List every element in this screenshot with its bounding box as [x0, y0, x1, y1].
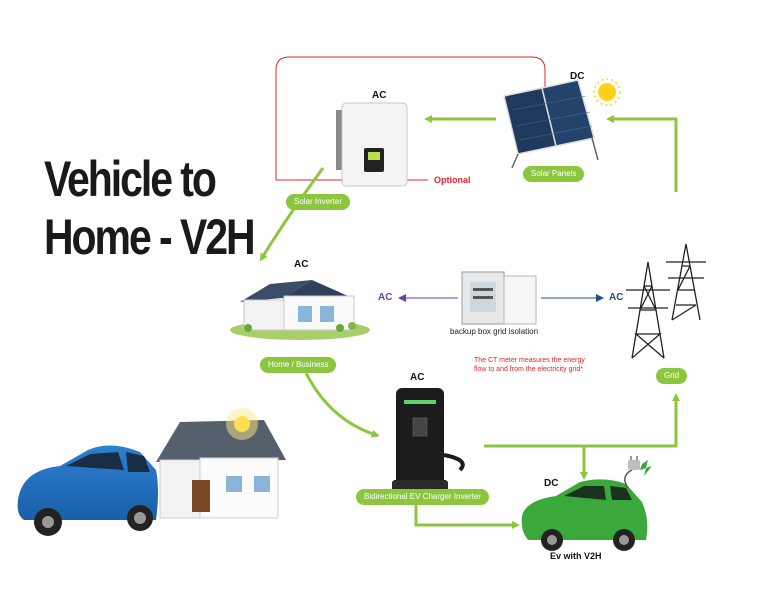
backup-box-image — [461, 271, 537, 325]
title-line-1: Vehicle to — [44, 151, 217, 207]
plug-icon — [624, 456, 652, 489]
inverter-current-label: AC — [372, 90, 387, 101]
backup-box-label: backup box grid isolation — [450, 327, 539, 336]
panels-current-label: DC — [570, 71, 585, 82]
arrow-inverter-to-home — [259, 167, 325, 262]
charger-current-label: AC — [410, 372, 425, 383]
backup-left-current-label: AC — [378, 292, 393, 303]
optional-label: Optional — [434, 175, 471, 185]
blue-car-image — [17, 445, 158, 536]
home-current-label: AC — [294, 259, 309, 270]
page-title: Vehicle to Home - V2H — [44, 150, 256, 266]
ct-note-line-1: The CT meter measures the energy — [474, 357, 585, 364]
grid-pill: Grid — [656, 368, 688, 384]
ev-current-label: DC — [544, 478, 559, 489]
solar-panels-pill: Solar Panels — [523, 166, 585, 182]
house-image — [156, 420, 286, 519]
arrow-charger-to-ev — [414, 500, 520, 529]
sun-icon-panels — [593, 78, 621, 106]
ev-label: Ev with V2H — [550, 551, 602, 561]
arrow-home-to-charger — [304, 372, 380, 438]
optional-loop — [275, 56, 546, 181]
home-business-image — [230, 280, 370, 340]
arrow-grid-to-panels — [606, 115, 678, 192]
arrow-charger-to-grid — [484, 393, 680, 448]
solar-inverter-image — [336, 102, 408, 187]
grid-pylons-image — [626, 243, 706, 359]
green-ev-image — [521, 479, 648, 551]
home-business-pill: Home / Business — [260, 357, 337, 373]
ev-charger-image — [392, 388, 465, 492]
charger-pill: Bidirectional EV Charger Inverter — [356, 489, 489, 505]
solar-inverter-pill: Solar Inverter — [286, 194, 351, 210]
ct-note-line-2: flow to and from the electricity grid* — [474, 366, 583, 373]
backup-right-current-label: AC — [609, 292, 624, 303]
title-line-2: Home - V2H — [44, 209, 256, 265]
sun-icon-house — [226, 408, 258, 440]
solar-panels-image — [503, 79, 599, 169]
